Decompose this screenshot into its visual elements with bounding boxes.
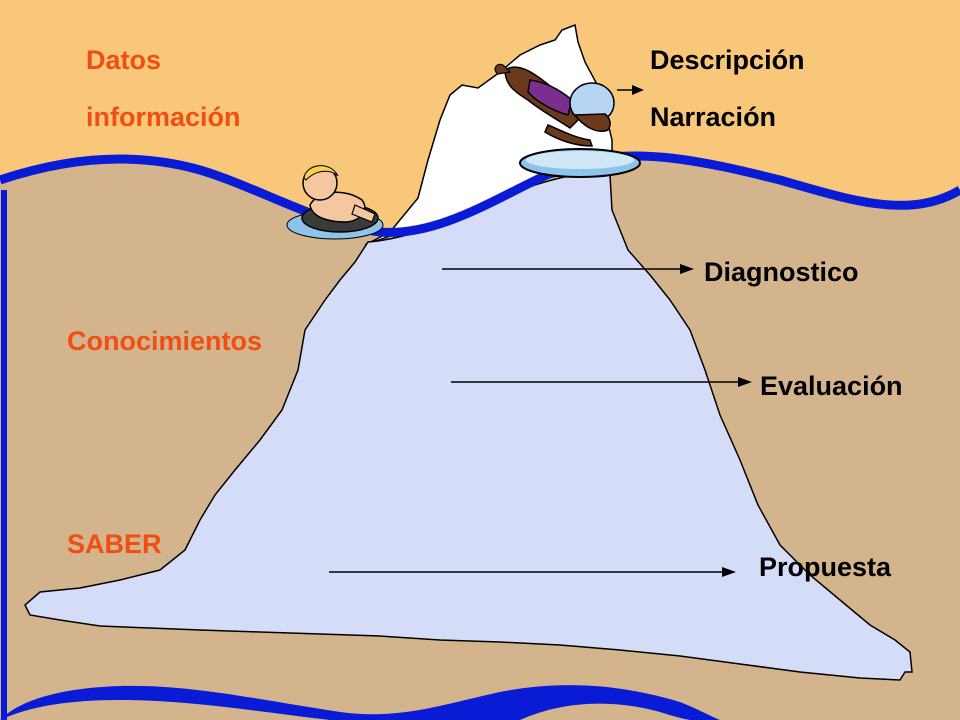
- arrow-evaluacion: [451, 377, 752, 387]
- label-conocimientos: Conocimientos: [67, 326, 263, 356]
- label-evaluacion: Evaluación: [760, 371, 903, 401]
- arrow-diagnostico: [442, 264, 694, 274]
- water-pool-icon: [519, 148, 641, 178]
- label-saber: SABER: [67, 529, 162, 559]
- arrow-propuesta: [329, 567, 736, 577]
- label-descripcion: Descripción: [650, 45, 805, 75]
- diving-swimmer-icon: [494, 63, 615, 147]
- label-narracion: Narración: [650, 102, 777, 132]
- bottom-wave-foam: [0, 700, 690, 720]
- label-informacion: información: [86, 102, 241, 132]
- label-diagnostico: Diagnostico: [704, 257, 859, 287]
- arrow-descripcion: [617, 85, 644, 95]
- label-datos: Datos: [86, 45, 162, 75]
- waterline-wave: [0, 151, 960, 237]
- label-propuesta: Propuesta: [759, 552, 892, 582]
- child-on-inner-tube-icon: [286, 165, 384, 240]
